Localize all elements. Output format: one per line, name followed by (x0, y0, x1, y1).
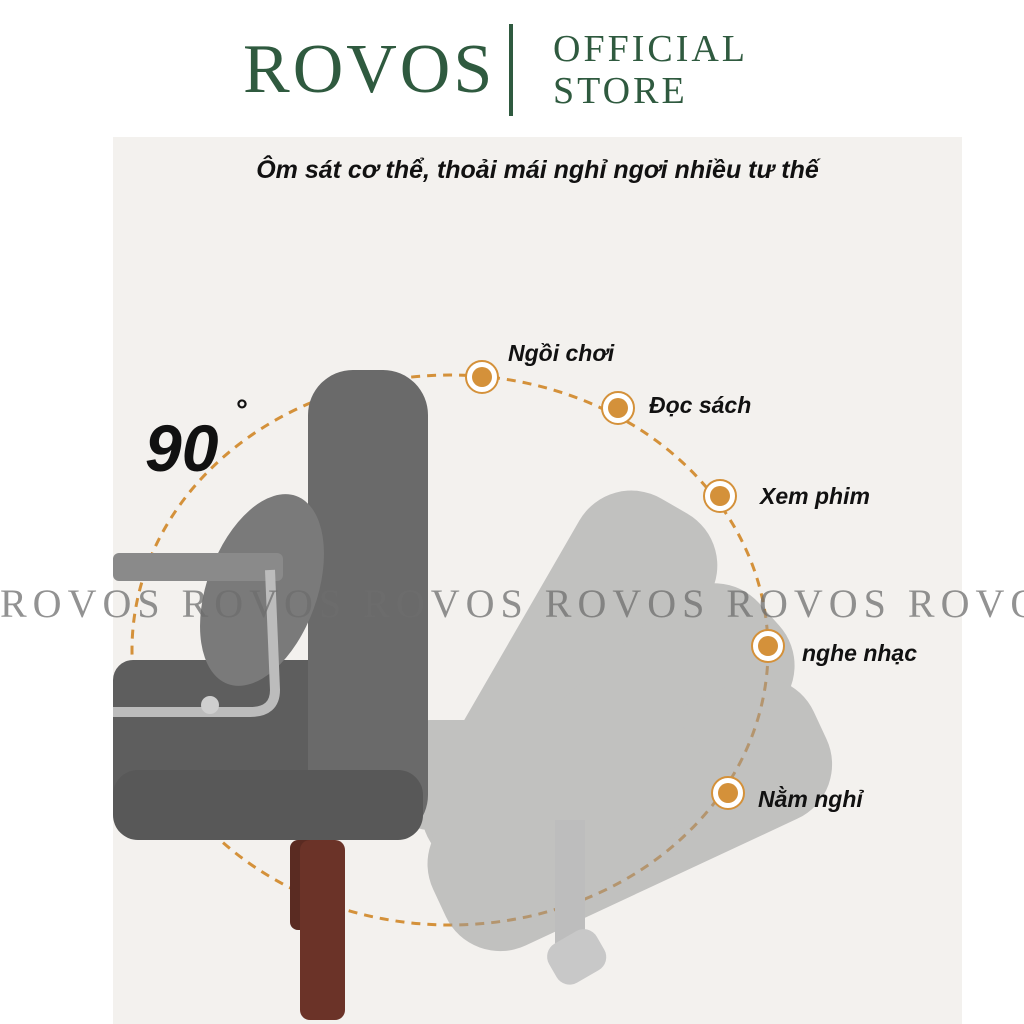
brand-logo: ROVOS (243, 31, 496, 108)
watermark: ROVOS ROVOS ROVOS ROVOS ROVOS ROVOS (0, 581, 1024, 626)
angle-value: 90 (145, 411, 219, 485)
official-store-label: OFFICIAL STORE (553, 28, 748, 112)
ghost-flat (390, 720, 700, 830)
label-nghe-nhac: nghe nhạc (802, 640, 918, 666)
label-doc-sach: Đọc sách (649, 392, 752, 418)
marker-nam-nghi (711, 776, 745, 810)
wood-leg (300, 840, 345, 1020)
label-xem-phim: Xem phim (760, 483, 870, 509)
header-divider (509, 24, 513, 116)
label-ngoi-choi: Ngồi chơi (508, 340, 615, 366)
upright-back (308, 370, 428, 840)
marker-doc-sach (601, 391, 635, 425)
headline: Ôm sát cơ thể, thoải mái nghỉ ngơi nhiều… (256, 156, 819, 184)
armrest (113, 553, 283, 581)
official-line2: STORE (553, 70, 688, 112)
official-line1: OFFICIAL (553, 28, 749, 70)
marker-xem-phim (703, 479, 737, 513)
position-markers (465, 360, 785, 810)
marker-ngoi-choi (465, 360, 499, 394)
label-nam-nghi: Nằm nghỉ (758, 786, 863, 812)
marker-nghe-nhac (751, 629, 785, 663)
degree-symbol: ° (236, 394, 248, 427)
pillow (200, 494, 324, 686)
